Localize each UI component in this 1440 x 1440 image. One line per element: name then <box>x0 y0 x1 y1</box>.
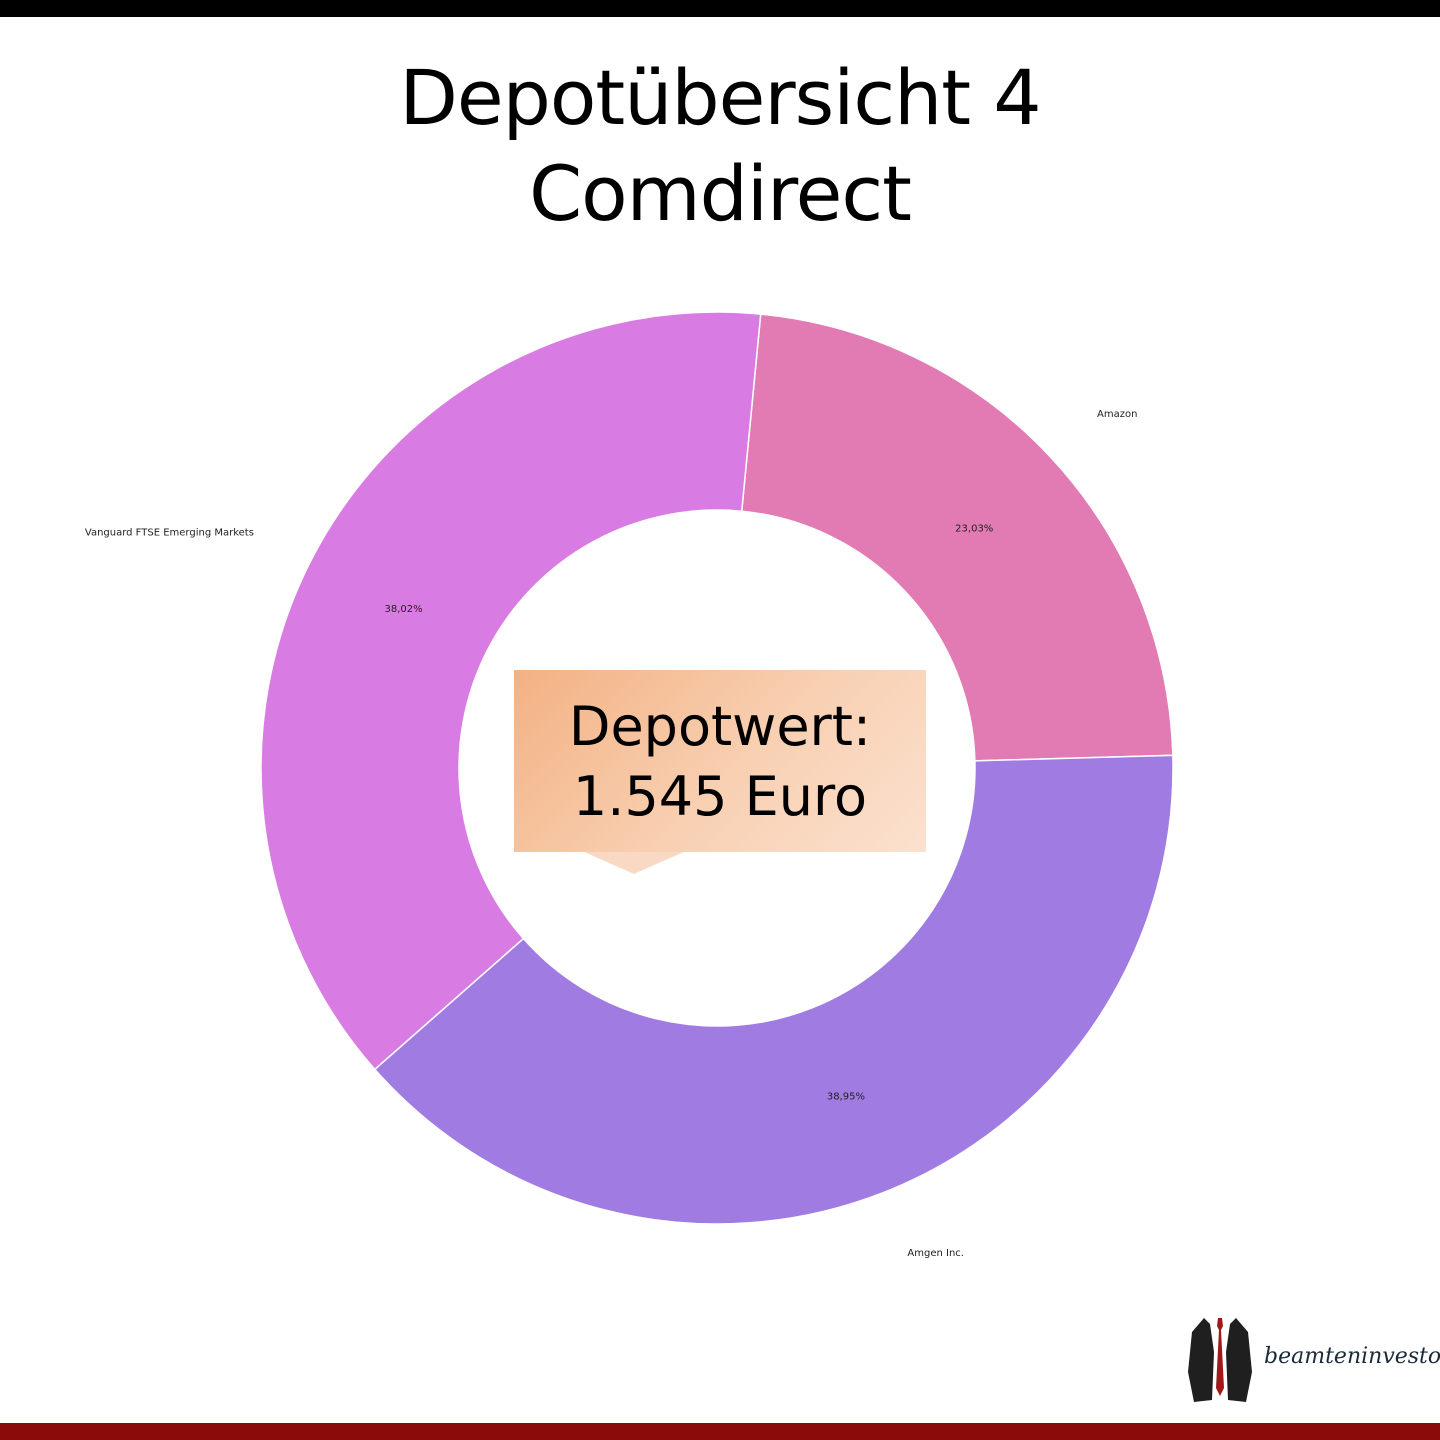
suit-icon <box>1188 1316 1252 1402</box>
value-label: 23,03% <box>955 524 993 535</box>
callout-label: Depotwert: <box>568 695 872 758</box>
brand-name: beamteninvestor <box>1264 1344 1440 1369</box>
slice-vanguard-ftse-emerging-markets <box>260 311 762 1071</box>
brand-logo <box>1188 1316 1252 1402</box>
slice-amazon <box>740 313 1174 762</box>
bottom-bar <box>0 1423 1440 1440</box>
callout-tail <box>582 851 686 874</box>
value-label: 38,02% <box>384 604 422 615</box>
page-title: Depotübersicht 4 Comdirect <box>0 50 1440 242</box>
title-line-1: Depotübersicht 4 <box>399 53 1041 142</box>
slice-amgen-inc- <box>373 754 1174 1225</box>
category-label: Vanguard FTSE Emerging Markets <box>85 527 254 538</box>
category-label: Amgen Inc. <box>907 1248 964 1259</box>
portfolio-value-callout: Depotwert: 1.545 Euro <box>514 670 926 852</box>
category-label: Amazon <box>1097 409 1137 420</box>
callout-value: 1.545 Euro <box>572 765 868 828</box>
value-label: 38,95% <box>827 1092 865 1103</box>
title-line-2: Comdirect <box>529 149 912 238</box>
top-bar <box>0 0 1440 17</box>
